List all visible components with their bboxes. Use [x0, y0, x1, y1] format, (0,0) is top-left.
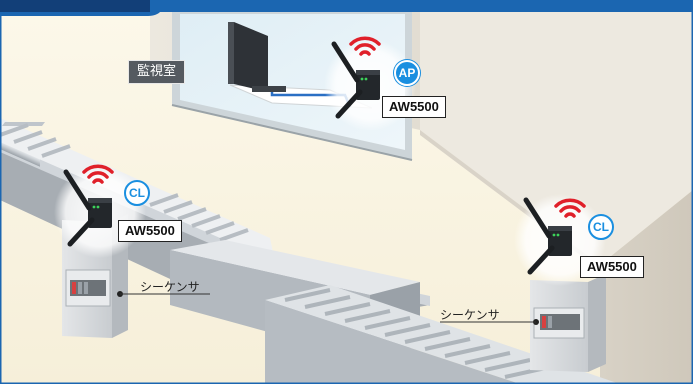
- device-model-label: AW5500: [118, 220, 182, 242]
- conveyor-rollers-left: [0, 140, 40, 167]
- cl-badge: CL: [588, 214, 614, 240]
- monitoring-room-label: 監視室: [128, 60, 186, 84]
- sequencer-label: シーケンサ: [140, 280, 200, 294]
- device-model-label: AW5500: [382, 96, 446, 118]
- cl-badge: CL: [124, 180, 150, 206]
- device-model-label: AW5500: [580, 256, 644, 278]
- ap-badge: AP: [394, 60, 420, 86]
- sequencer-label: シーケンサ: [440, 308, 500, 322]
